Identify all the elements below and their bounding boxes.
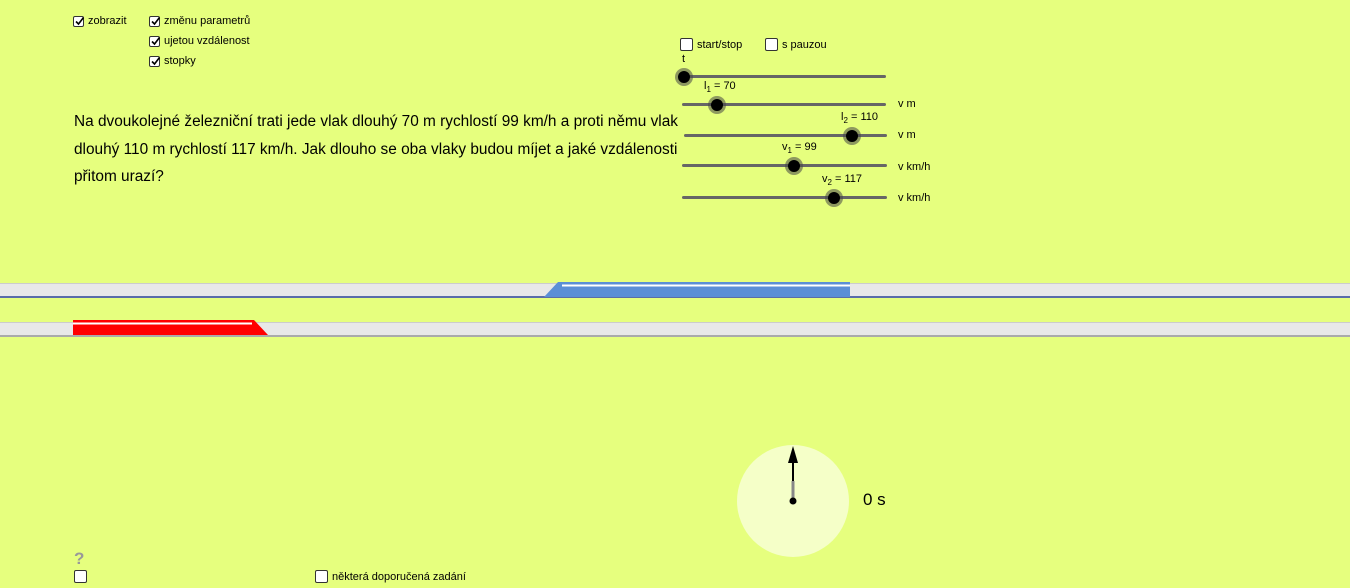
slider-l1-track[interactable] bbox=[682, 103, 886, 106]
checkbox-box[interactable] bbox=[74, 570, 87, 583]
slider-v2-track[interactable] bbox=[682, 196, 887, 199]
slider-v2-knob[interactable] bbox=[828, 192, 840, 204]
stopky-label: stopky bbox=[164, 55, 196, 67]
help-icon: ? bbox=[74, 549, 85, 568]
slider-v1-unit: v km/h bbox=[898, 161, 931, 173]
lower-track bbox=[0, 322, 1350, 336]
slider-l2-knob[interactable] bbox=[846, 130, 858, 142]
stopwatch-time: 0 s bbox=[863, 490, 886, 509]
slider-l2-unit: v m bbox=[898, 129, 916, 141]
slider-v1-track[interactable] bbox=[682, 164, 887, 167]
slider-t-knob[interactable] bbox=[678, 71, 690, 83]
stopky-checkbox[interactable]: stopky bbox=[149, 55, 196, 67]
zobrazit-label: zobrazit bbox=[88, 15, 127, 27]
blue-train[interactable] bbox=[540, 280, 852, 298]
checkbox-box[interactable] bbox=[315, 570, 328, 583]
s-pauzou-label: s pauzou bbox=[782, 38, 827, 51]
checkbox-box[interactable] bbox=[680, 38, 693, 51]
ujetou-vzdalenost-checkbox[interactable]: ujetou vzdálenost bbox=[149, 35, 250, 47]
problem-text: Na dvoukolejné železniční trati jede vla… bbox=[74, 113, 678, 185]
slider-v2-unit: v km/h bbox=[898, 192, 931, 204]
checkmark-icon bbox=[151, 16, 161, 25]
start-stop-label: start/stop bbox=[697, 38, 743, 51]
checkmark-icon bbox=[151, 56, 161, 65]
checkmark-icon bbox=[75, 16, 85, 25]
checkmark-icon bbox=[151, 36, 161, 45]
checkbox-box[interactable] bbox=[765, 38, 778, 51]
start-stop-checkbox[interactable]: start/stop bbox=[680, 38, 742, 51]
slider-l2-track[interactable] bbox=[684, 134, 887, 137]
slider-l1-unit: v m bbox=[898, 98, 916, 110]
slider-l1-label: l1 = 70 bbox=[704, 80, 736, 94]
zobrazit-checkbox[interactable]: zobrazit bbox=[73, 15, 127, 27]
slider-t-label: t bbox=[682, 53, 686, 65]
slider-t-track[interactable] bbox=[684, 75, 886, 78]
s-pauzou-checkbox[interactable]: s pauzou bbox=[765, 38, 827, 51]
checkbox-box[interactable] bbox=[73, 15, 85, 27]
help-checkbox[interactable] bbox=[74, 570, 91, 583]
checkbox-box[interactable] bbox=[149, 55, 161, 67]
zmenu-parametru-checkbox[interactable]: změnu parametrů bbox=[149, 15, 250, 27]
slider-l2-label: l2 = 110 bbox=[841, 111, 878, 125]
ujetou-vzdalenost-label: ujetou vzdálenost bbox=[164, 35, 250, 47]
slider-l1-knob[interactable] bbox=[711, 99, 723, 111]
checkbox-box[interactable] bbox=[149, 15, 161, 27]
slider-v2-label: v2 = 117 bbox=[822, 173, 863, 187]
doporucena-zadani-label: některá doporučená zadání bbox=[332, 570, 466, 583]
slider-v1-label: v1 = 99 bbox=[782, 141, 817, 155]
doporucena-zadani-checkbox[interactable]: některá doporučená zadání bbox=[315, 570, 466, 583]
slider-v1-knob[interactable] bbox=[788, 160, 800, 172]
red-train[interactable] bbox=[72, 318, 272, 336]
checkbox-box[interactable] bbox=[149, 35, 161, 47]
lower-track-rail bbox=[0, 335, 1350, 337]
stopwatch-icon bbox=[737, 445, 849, 557]
zmenu-parametru-label: změnu parametrů bbox=[164, 15, 251, 27]
